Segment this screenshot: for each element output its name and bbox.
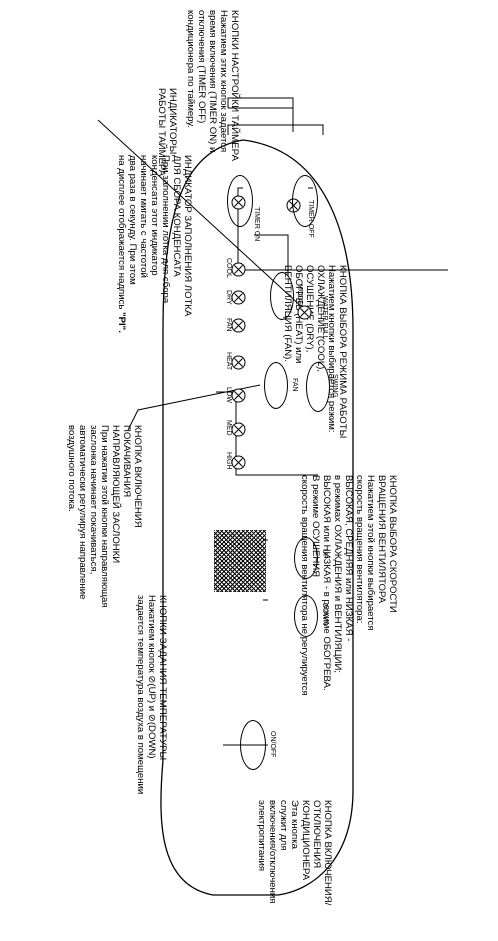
water-full-label: WATER FULL bbox=[321, 296, 328, 340]
fan-label: FAN bbox=[225, 318, 232, 332]
temp-buttons-annotation: КНОПКИ ЗАДАНИЯ ТЕМПЕРАТУРЫ Нажатием кноп… bbox=[135, 595, 168, 794]
on-off-button[interactable] bbox=[240, 720, 266, 770]
dry-label: DRY bbox=[225, 290, 232, 305]
power-button-annotation: КНОПКА ВКЛЮЧЕНИЯ/ ОТКЛЮЧЕНИЯ КОНДИЦИОНЕР… bbox=[256, 800, 333, 905]
up-button[interactable] bbox=[294, 537, 318, 579]
water-full-desc: При заполнении лотка для сбора конденсат… bbox=[116, 155, 171, 333]
up-label: UP bbox=[321, 549, 328, 559]
swing-label: SWING bbox=[331, 374, 338, 398]
fan-speed-button[interactable] bbox=[264, 362, 288, 409]
fan-button-label: FAN bbox=[291, 378, 298, 392]
med-led bbox=[231, 422, 246, 437]
low-led bbox=[231, 388, 246, 403]
low-label: LOW bbox=[225, 387, 232, 403]
temperature-display bbox=[214, 530, 266, 592]
high-led bbox=[231, 455, 246, 470]
mode-button-title: КНОПКА ВЫБОРА РЕЖИМА РАБОТЫ bbox=[337, 265, 348, 439]
down-button[interactable] bbox=[294, 595, 318, 637]
dry-led bbox=[231, 290, 246, 305]
on-off-label: ON/OFF bbox=[269, 731, 276, 758]
timer-on-label: TIMER ON bbox=[253, 207, 260, 242]
fan-speed-annotation: КНОПКА ВЫБОРА СКОРОСТИ ВРАЩЕНИЯ ВЕНТИЛЯТ… bbox=[299, 475, 398, 696]
timer-buttons-title: КНОПКИ НАСТРОЙКИ ТАЙМЕРА bbox=[229, 10, 240, 162]
timer-buttons-annotation: КНОПКИ НАСТРОЙКИ ТАЙМЕРА Нажатием этих к… bbox=[185, 10, 240, 161]
high-label: HIGH bbox=[225, 452, 232, 470]
temp-buttons-desc: Нажатием кнопок ⊘(UP) и ⊘(DOWN) задается… bbox=[135, 595, 157, 795]
med-label: MED bbox=[225, 420, 232, 436]
mode-button[interactable] bbox=[270, 272, 294, 320]
temp-buttons-title: КНОПКИ ЗАДАНИЯ ТЕМПЕРАТУРЫ bbox=[157, 595, 168, 761]
timer-buttons-desc: Нажатием этих кнопок задается время вклю… bbox=[185, 10, 229, 153]
cool-led bbox=[231, 262, 246, 277]
swing-button[interactable] bbox=[306, 362, 330, 412]
fan-led bbox=[231, 318, 246, 333]
water-full-led bbox=[297, 305, 312, 320]
water-full-title: ИНДИКАТОР ЗАПОЛНЕНИЯ ЛОТКА ДЛЯ СБОРА КОН… bbox=[171, 155, 193, 317]
fan-speed-title: КНОПКА ВЫБОРА СКОРОСТИ ВРАЩЕНИЯ ВЕНТИЛЯТ… bbox=[376, 475, 398, 613]
mode-label: MODE bbox=[296, 284, 303, 305]
swing-button-title: КНОПКА ВКЛЮЧЕНИЯ ПОКАЧИВАНИЯ НАПРАВЛЯЮЩЕ… bbox=[110, 425, 143, 564]
fan-speed-desc: Нажатием этой кнопки выбирается скорость… bbox=[299, 475, 376, 696]
heat-led bbox=[231, 355, 246, 370]
cool-label: COOL bbox=[225, 258, 232, 278]
swing-button-desc: При нажатии этой кнопки направляющая зас… bbox=[66, 425, 110, 608]
timer-on-led bbox=[231, 195, 246, 210]
timer-off-led bbox=[286, 198, 301, 213]
heat-label: HEAT bbox=[225, 352, 232, 371]
water-full-annotation: ИНДИКАТОР ЗАПОЛНЕНИЯ ЛОТКА ДЛЯ СБОРА КОН… bbox=[116, 155, 193, 333]
power-button-title: КНОПКА ВКЛЮЧЕНИЯ/ ОТКЛЮЧЕНИЯ КОНДИЦИОНЕР… bbox=[300, 800, 333, 906]
water-full-code: "PI". bbox=[116, 312, 127, 333]
power-button-desc: Эта кнопка служит для включения/отключен… bbox=[256, 800, 300, 904]
swing-button-annotation: КНОПКА ВКЛЮЧЕНИЯ ПОКАЧИВАНИЯ НАПРАВЛЯЮЩЕ… bbox=[66, 425, 143, 608]
water-full-desc-text: При заполнении лотка для сбора конденсат… bbox=[116, 155, 171, 310]
panel-outline bbox=[160, 139, 354, 896]
timer-off-button[interactable] bbox=[292, 175, 318, 227]
timer-on-button[interactable] bbox=[227, 175, 253, 227]
down-label: DOWN bbox=[321, 603, 328, 626]
